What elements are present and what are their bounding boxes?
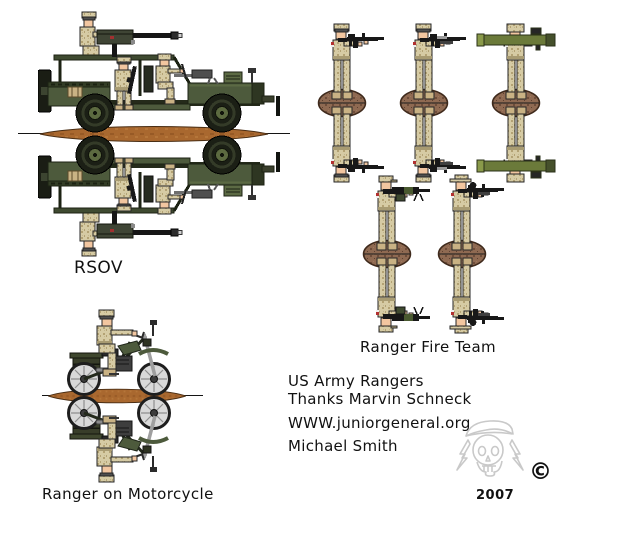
fire-team-label: Ranger Fire Team (360, 338, 497, 356)
rifleman-sprite (312, 23, 388, 103)
rocket-launcher-sprite (476, 23, 556, 103)
rsov-vehicle-sprite-mirrored (38, 134, 282, 258)
year-text: 2007 (476, 488, 515, 503)
credit-website: WWW.juniorgeneral.org (288, 414, 471, 432)
boonie-rifleman-sprite (432, 174, 508, 254)
motorcycle-sprite (42, 308, 192, 396)
saw-gunner-sprite-mirrored (357, 254, 433, 334)
rocket-launcher-sprite-mirrored (476, 103, 556, 183)
grenadier-sprite-mirrored (394, 103, 470, 183)
skull-watermark-icon (450, 414, 530, 494)
copyright-symbol: © (529, 459, 552, 485)
credit-title: US Army Rangers (288, 372, 424, 390)
grenadier-sprite (394, 23, 470, 103)
rifleman-sprite-mirrored (312, 103, 388, 183)
motorcycle-sprite-mirrored (42, 396, 192, 484)
credit-thanks: Thanks Marvin Schneck (288, 390, 472, 408)
boonie-rifleman-sprite-mirrored (432, 254, 508, 334)
rsov-vehicle-sprite (38, 10, 282, 134)
motorcycle-label: Ranger on Motorcycle (42, 485, 214, 503)
saw-gunner-sprite (357, 174, 433, 254)
credit-author: Michael Smith (288, 437, 398, 455)
rsov-label: RSOV (74, 258, 123, 278)
